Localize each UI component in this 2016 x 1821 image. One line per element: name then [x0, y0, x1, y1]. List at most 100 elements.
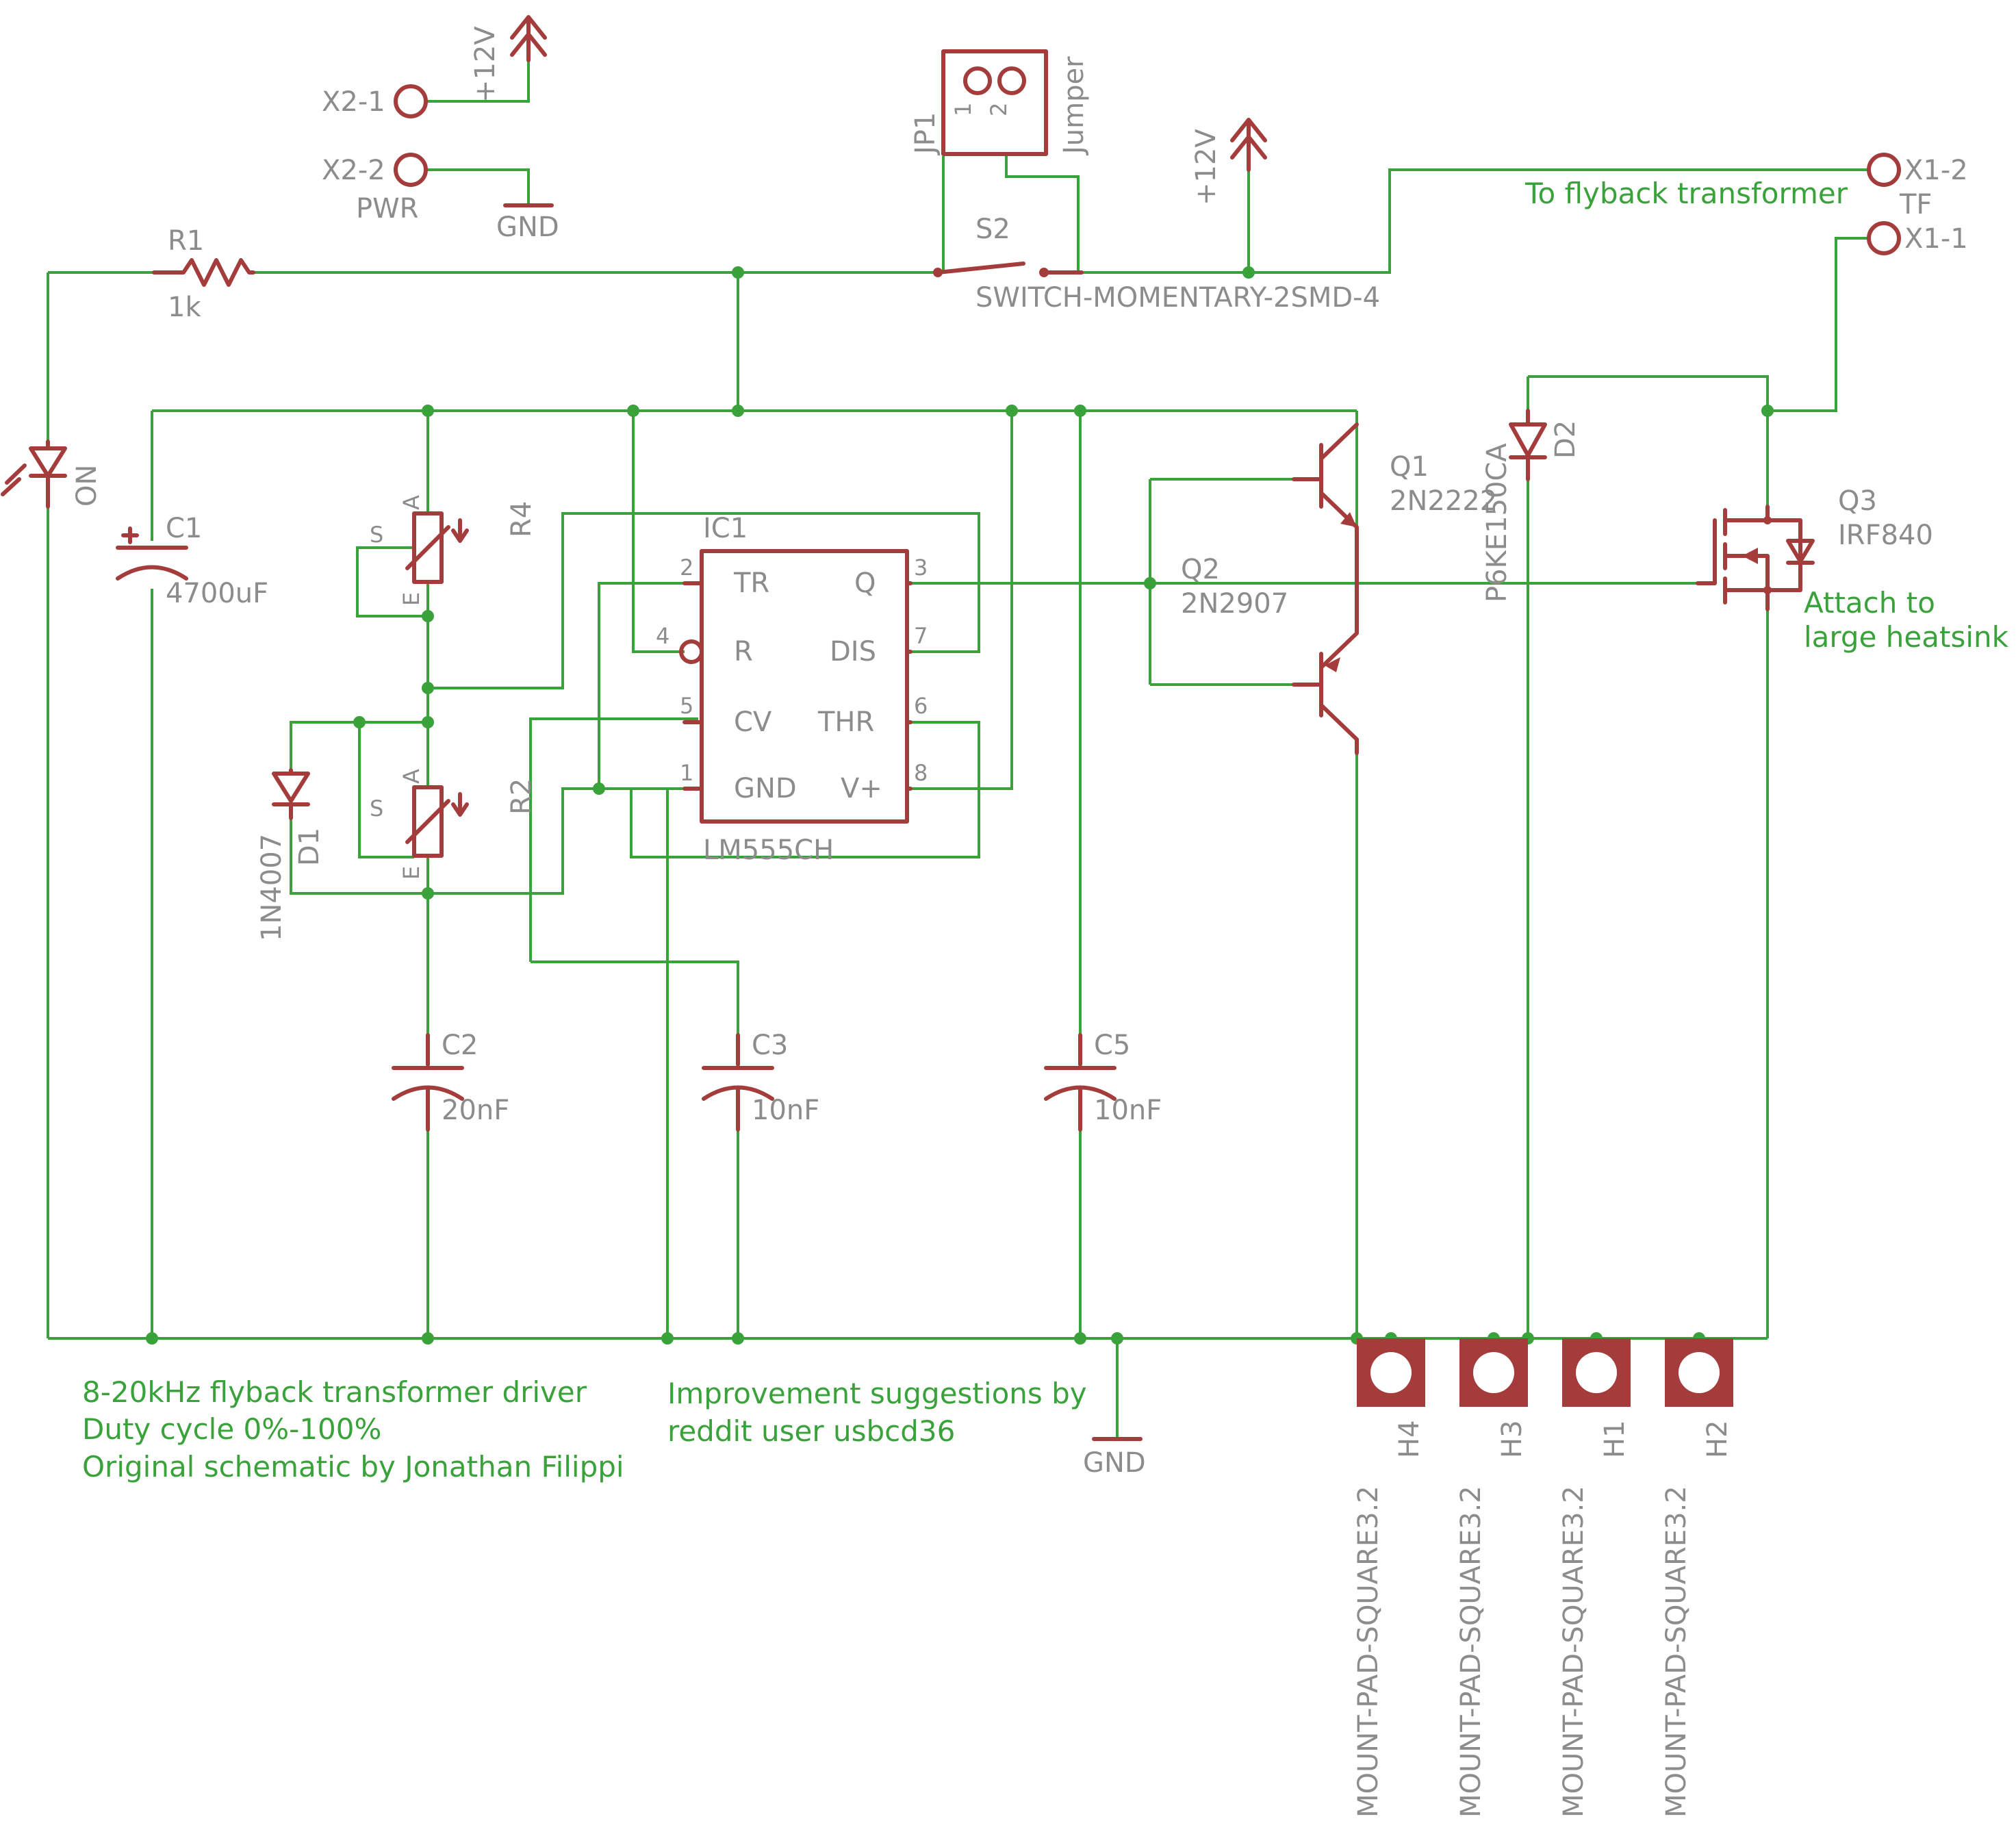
- c3-value-label: 10nF: [752, 1095, 819, 1126]
- flyback-note: To flyback transformer: [1524, 177, 1848, 210]
- gnd-label-bottom: GND: [1083, 1447, 1146, 1479]
- mount-pad-ref-label: H4: [1394, 1420, 1425, 1458]
- mount-pad-value-label: MOUNT-PAD-SQUARE3.2: [1661, 1486, 1692, 1818]
- c1-capacitor: C1 4700uF: [116, 513, 268, 609]
- c5-ref-label: C5: [1094, 1030, 1130, 1061]
- ic1-pin1-num: 1: [680, 760, 693, 786]
- r2-pin-e-label: E: [398, 866, 424, 880]
- pwr-label: PWR: [356, 193, 418, 225]
- ic1-value-label: LM555CH: [703, 835, 834, 866]
- x2-connector: X2-1 X2-2 PWR: [322, 84, 428, 225]
- d2-ref-label: D2: [1550, 420, 1581, 459]
- tf-label: TF: [1899, 189, 1932, 220]
- ic1-pin-vplus: V+: [841, 773, 882, 804]
- supply-12v-right: +12V: [1190, 118, 1267, 205]
- c3-capacitor: C3 10nF: [702, 1030, 819, 1132]
- r1-value-label: 1k: [168, 292, 201, 323]
- gnd-label-top: GND: [496, 212, 559, 243]
- ic1-555: IC1 LM555CH 2 TR 4 R 5 CV 1 GND 3 Q 7 DI…: [656, 513, 928, 866]
- q1-ref-label: Q1: [1390, 451, 1429, 483]
- x2-2-label: X2-2: [322, 155, 385, 186]
- c3-ref-label: C3: [752, 1030, 788, 1061]
- c2-capacitor: C2 20nF: [392, 1030, 509, 1132]
- x1-connector: X1-2 X1-1 TF To flyback transformer: [1524, 153, 1968, 255]
- q2-transistor: Q2 2N2907: [1181, 554, 1359, 755]
- ic1-pin-thr: THR: [817, 706, 874, 738]
- r2-ref-label: R2: [506, 778, 537, 815]
- mount-pad-ref-label: H3: [1496, 1420, 1528, 1458]
- q2-ref-label: Q2: [1181, 554, 1220, 585]
- r2-pin-s-label: S: [370, 795, 383, 822]
- desc-note-2: Duty cycle 0%-100%: [82, 1412, 381, 1446]
- jp1-pin2-label: 2: [986, 103, 1012, 116]
- ic1-pin-tr: TR: [733, 568, 769, 599]
- gnd-symbol-bottom: GND: [1083, 1437, 1146, 1479]
- ic1-pin-cv: CV: [734, 706, 772, 738]
- mount-pad-ref-label: H1: [1599, 1420, 1631, 1458]
- heatsink-note-1: Attach to: [1804, 586, 1935, 620]
- r2-potentiometer: A S E R2: [370, 769, 537, 880]
- ic1-pin2-num: 2: [680, 555, 693, 581]
- c5-value-label: 10nF: [1094, 1095, 1162, 1126]
- c2-value-label: 20nF: [442, 1095, 509, 1126]
- r4-pin-s-label: S: [370, 522, 383, 548]
- s2-ref-label: S2: [975, 214, 1010, 245]
- r1-ref-label: R1: [168, 225, 204, 257]
- plus12v-label-left: +12V: [470, 26, 501, 103]
- mount-pad-ref-label: H2: [1702, 1420, 1733, 1458]
- ic1-pin3-num: 3: [914, 555, 928, 581]
- gnd-symbol-top: GND: [496, 203, 559, 243]
- ic1-pin-r: R: [734, 636, 753, 667]
- ic1-pin8-num: 8: [914, 760, 928, 786]
- mount-pads: H4MOUNT-PAD-SQUARE3.2H3MOUNT-PAD-SQUARE3…: [1353, 1338, 1733, 1818]
- ic1-pin5-num: 5: [680, 693, 693, 719]
- ic1-pin-gnd: GND: [734, 773, 797, 804]
- d1-ref-label: D1: [294, 828, 325, 866]
- d1-diode: D1 1N4007: [256, 768, 325, 941]
- improve-note-2: reddit user usbcd36: [667, 1414, 955, 1448]
- q3-ref-label: Q3: [1838, 485, 1877, 517]
- ic1-pin-dis: DIS: [830, 636, 876, 667]
- c1-value-label: 4700uF: [166, 578, 268, 609]
- jp1-jumper: 1 2 JP1 Jumper: [910, 49, 1090, 156]
- s2-value-label: SWITCH-MOMENTARY-2SMD-4: [975, 282, 1380, 314]
- q3-value-label: IRF840: [1838, 520, 1933, 551]
- ic1-pin7-num: 7: [914, 623, 928, 649]
- ic1-pin-q: Q: [854, 568, 876, 599]
- mount-pad-value-label: MOUNT-PAD-SQUARE3.2: [1353, 1486, 1384, 1818]
- mount-pad-value-label: MOUNT-PAD-SQUARE3.2: [1455, 1486, 1487, 1818]
- heatsink-note-2: large heatsink: [1804, 620, 2009, 654]
- r1-resistor: R1 1k: [152, 225, 255, 323]
- supply-12v-left: +12V: [470, 15, 547, 103]
- q2-value-label: 2N2907: [1181, 588, 1288, 620]
- ic1-pin6-num: 6: [914, 693, 928, 719]
- notes: 8-20kHz flyback transformer driver Duty …: [82, 1375, 1087, 1483]
- c1-ref-label: C1: [166, 513, 202, 544]
- d1-value-label: 1N4007: [256, 834, 288, 941]
- wires: [47, 60, 1869, 1438]
- s2-switch: S2 SWITCH-MOMENTARY-2SMD-4: [933, 214, 1380, 314]
- q1-transistor: Q1 2N2222: [1292, 422, 1497, 585]
- jp1-pin1-label: 1: [950, 103, 976, 116]
- c2-ref-label: C2: [442, 1030, 478, 1061]
- plus12v-label-right: +12V: [1190, 129, 1222, 205]
- d2-diode: D2 P6KE150CA: [1481, 409, 1581, 602]
- r4-potentiometer: A S E R4: [370, 495, 537, 606]
- desc-note-1: 8-20kHz flyback transformer driver: [82, 1375, 587, 1409]
- desc-note-3: Original schematic by Jonathan Filippi: [82, 1450, 624, 1483]
- r4-ref-label: R4: [506, 501, 537, 537]
- led-on: ON: [1, 440, 103, 509]
- r4-pin-a-label: A: [398, 495, 424, 510]
- x2-1-label: X2-1: [322, 86, 385, 118]
- jp1-ref-label: JP1: [910, 112, 941, 156]
- q1-value-label: 2N2222: [1390, 485, 1497, 517]
- mount-pad-value-label: MOUNT-PAD-SQUARE3.2: [1558, 1486, 1590, 1818]
- d2-value-label: P6KE150CA: [1481, 443, 1513, 602]
- c5-capacitor: C5 10nF: [1044, 1030, 1162, 1132]
- x1-2-label: X1-2: [1904, 155, 1968, 186]
